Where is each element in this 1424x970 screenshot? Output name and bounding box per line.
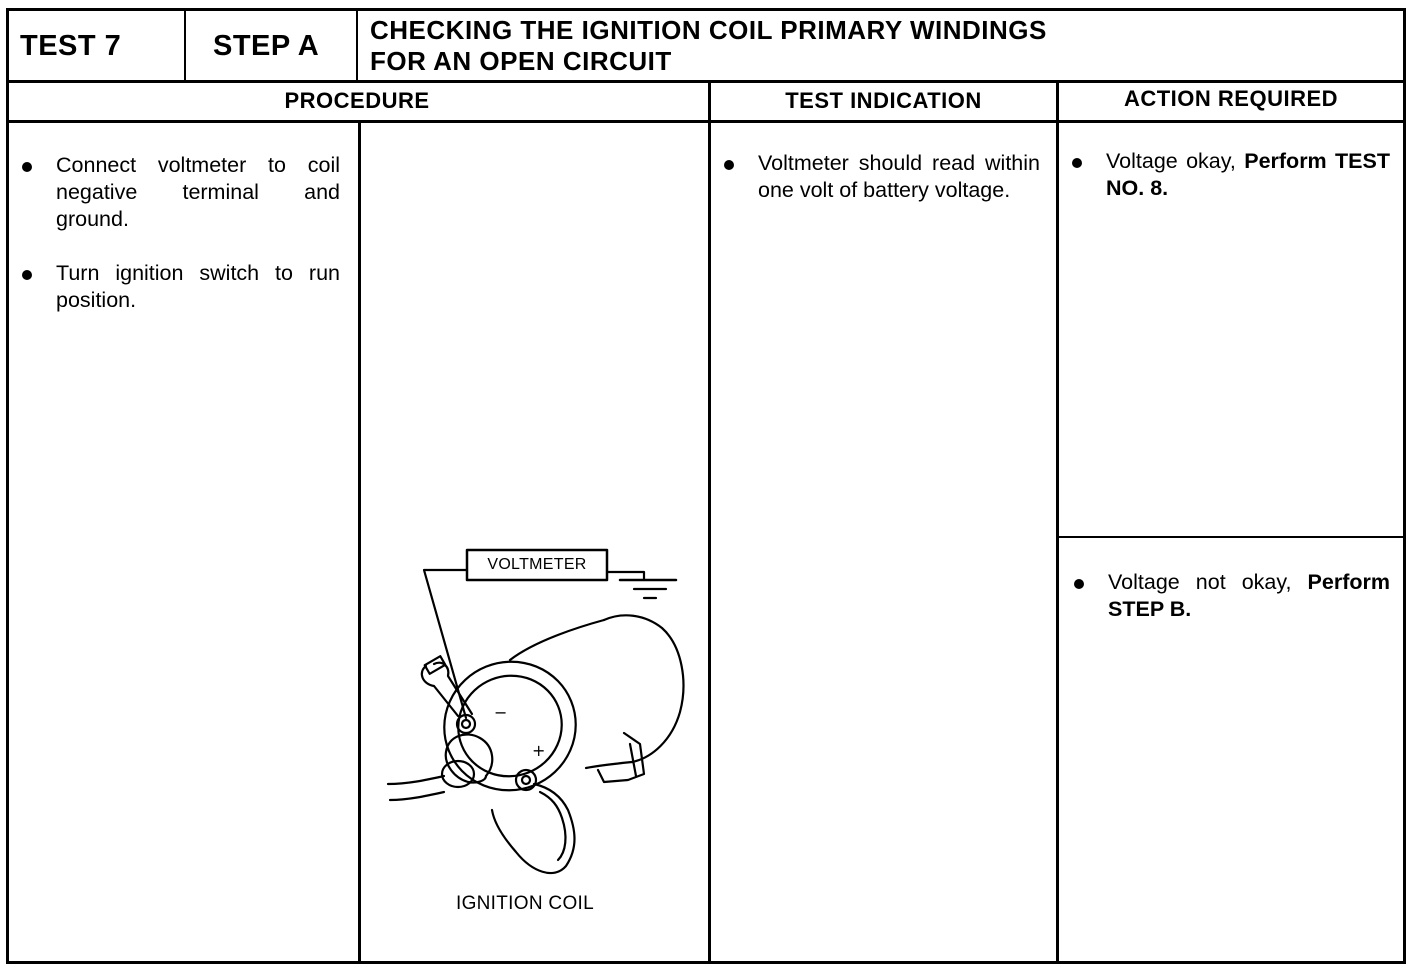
test-indication-item: Voltmeter should read within one volt of… xyxy=(724,150,1040,240)
rule-action-split xyxy=(1058,536,1406,538)
column-header-test-indication: TEST INDICATION xyxy=(785,88,982,113)
rule-procedure-figure xyxy=(358,121,361,964)
test-number: TEST 7 xyxy=(20,30,122,62)
column-header-procedure: PROCEDURE xyxy=(284,88,430,113)
test-title: CHECKING THE IGNITION COIL PRIMARY WINDI… xyxy=(370,15,1390,77)
svg-text:+: + xyxy=(532,741,545,760)
border-left xyxy=(6,8,9,964)
procedure-step-1: Connect voltmeter to coil negative termi… xyxy=(22,152,340,242)
bullet-icon xyxy=(22,270,32,280)
test-sheet: TEST 7 STEP A CHECKING THE IGNITION COIL… xyxy=(6,8,1406,964)
rule-test-step xyxy=(184,8,186,82)
bullet-icon xyxy=(724,160,734,170)
border-top xyxy=(6,8,1406,11)
action-voltage-okay: Voltage okay, Perform TEST NO. 8. xyxy=(1072,148,1390,208)
figure-caption: IGNITION COIL xyxy=(456,893,594,914)
voltmeter-label: VOLTMETER xyxy=(487,556,587,573)
ignition-coil-illustration: − + xyxy=(386,548,685,875)
procedure-step-2: Turn ignition switch to run position. xyxy=(22,260,340,320)
rule-procedure-indication xyxy=(708,81,711,964)
rule-below-title xyxy=(6,80,1406,83)
border-bottom xyxy=(6,961,1406,964)
border-right xyxy=(1403,8,1406,964)
bullet-icon xyxy=(22,162,32,172)
bullet-icon xyxy=(1074,579,1084,589)
test-title-line-2: FOR AN OPEN CIRCUIT xyxy=(370,46,672,76)
action-voltage-not-okay: Voltage not okay, Perform STEP B. xyxy=(1074,569,1390,629)
svg-text:−: − xyxy=(494,703,507,722)
rule-below-column-headers xyxy=(6,120,1406,123)
rule-step-title xyxy=(356,8,358,82)
column-header-action-required: ACTION REQUIRED xyxy=(1123,86,1339,111)
bullet-icon xyxy=(1072,158,1082,168)
test-title-line-1: CHECKING THE IGNITION COIL PRIMARY WINDI… xyxy=(370,15,1047,45)
step-label: STEP A xyxy=(213,30,320,62)
rule-indication-action xyxy=(1056,81,1059,964)
